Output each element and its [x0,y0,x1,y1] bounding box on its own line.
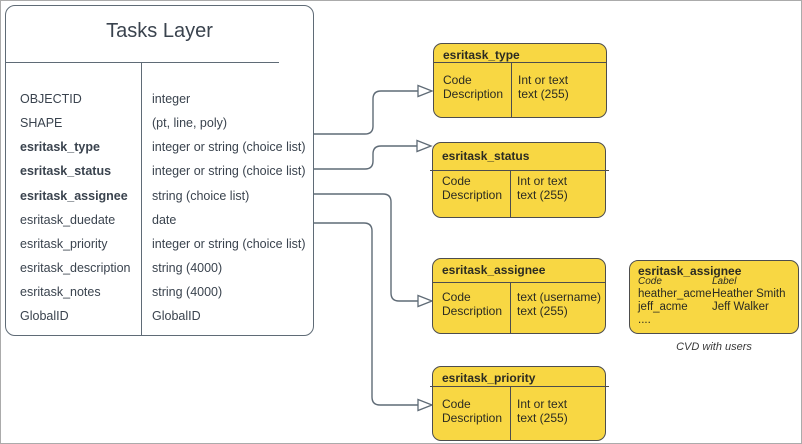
choice-col-label: Code [442,290,471,304]
choice-table-title: esritask_assignee [442,263,546,277]
table-row: OBJECTID integer [6,87,313,111]
table-row: esritask_type integer or string (choice l… [6,135,313,159]
field-type: (pt, line, poly) [152,116,228,131]
cvd-code-value: jeff_acme [638,301,688,313]
title-divider [430,170,609,171]
choice-type-label: Int or text [518,73,569,87]
table-row: esritask_duedate date [6,208,313,232]
cvd-code-column: Code heather_acme jeff_acme .... [638,275,712,327]
table-row: esritask_priority integer or string (choi… [6,232,313,256]
table-row: esritask_notes string (4000) [6,280,313,304]
cvd-caption: CVD with users [676,341,752,353]
column-divider [510,170,511,217]
field-type: GlobalID [152,309,201,324]
choice-columns: Code Description [442,397,503,425]
choice-col-label: Description [442,410,503,425]
choice-table-esritask-assignee: esritask_assignee Code Description text … [432,258,606,334]
field-type: string (choice list) [152,188,250,203]
choice-types: Int or text text (255) [517,397,568,425]
open-arrowhead-icon [417,398,434,412]
choice-col-label: Code [443,73,472,87]
choice-table-title: esritask_type [443,48,520,62]
open-arrowhead-icon [417,294,434,308]
choice-type-label: text (255) [518,86,569,101]
choice-table-title: esritask_priority [442,371,536,385]
column-divider [510,386,511,440]
connector-line-priority [314,222,418,406]
table-row: SHAPE (pt, line, poly) [6,111,313,135]
field-type: date [152,212,177,227]
field-type: integer or string (choice list) [152,236,306,251]
choice-col-label: Code [442,397,471,411]
field-name: esritask_status [20,164,112,179]
choice-columns: Code Description [442,290,503,318]
cvd-title: esritask_assignee [638,264,742,278]
field-name: esritask_duedate [20,212,116,227]
choice-table-esritask-type: esritask_type Code Description Int or te… [433,43,607,118]
cvd-label-header: Label [712,276,737,287]
cvd-sample-box: esritask_assignee Code heather_acme jeff… [629,260,799,334]
choice-col-label: Code [442,174,471,188]
field-type: string (4000) [152,285,223,300]
title-divider [434,62,606,63]
cvd-label-value: Jeff Walker [712,301,769,313]
cvd-label-column: Label Heather Smith Jeff Walker [712,275,786,314]
field-name: esritask_assignee [20,188,128,203]
choice-type-label: Int or text [517,397,568,411]
connector-line-type [314,90,418,135]
choice-type-label: text (255) [517,187,568,202]
choice-types: text (username) text (255) [517,290,602,318]
choice-types: Int or text text (255) [517,174,568,202]
column-divider [141,62,142,335]
choice-table-title: esritask_status [442,149,530,163]
column-divider [511,62,512,117]
cvd-code-header: Code [638,276,662,287]
table-row: esritask_assignee string (choice list) [6,184,313,208]
field-name: esritask_description [20,261,131,276]
table-title: Tasks Layer [106,20,213,42]
field-name: esritask_priority [20,236,108,251]
field-type: integer or string (choice list) [152,140,306,155]
cvd-code-value: heather_acme [638,288,712,300]
title-divider [433,282,605,283]
choice-columns: Code Description [443,73,504,101]
choice-type-label: text (username) [517,290,602,304]
open-arrowhead-icon [417,84,434,98]
field-name: GlobalID [20,309,69,324]
choice-col-label: Description [443,86,504,101]
choice-col-label: Description [442,187,503,202]
field-name: SHAPE [20,116,63,131]
tasks-layer-table: Tasks Layer OBJECTID integer SHAPE (pt, li… [5,5,314,336]
field-name: OBJECTID [20,92,82,107]
choice-types: Int or text text (255) [518,73,569,101]
choice-table-esritask-status: esritask_status Code Description Int or … [430,142,609,218]
table-row: esritask_description string (4000) [6,256,313,280]
choice-col-label: Description [442,303,503,318]
choice-type-label: text (255) [517,303,568,318]
connector-line-assignee [314,193,418,302]
column-divider [510,282,511,333]
cvd-label-value: Heather Smith [712,288,786,300]
title-divider [430,386,609,387]
choice-table-esritask-priority: esritask_priority Code Description Int o… [430,366,609,441]
open-arrowhead-icon [416,139,433,153]
field-name: esritask_notes [20,285,101,300]
choice-type-label: text (255) [517,410,568,425]
field-name: esritask_type [20,140,100,155]
field-type: string (4000) [152,261,223,276]
field-rows: OBJECTID integer SHAPE (pt, line, poly) es… [6,87,313,328]
field-type: integer or string (choice list) [152,164,306,179]
table-row: esritask_status integer or string (choice… [6,159,313,183]
choice-type-label: Int or text [517,174,568,188]
title-divider [6,62,279,63]
choice-columns: Code Description [442,174,503,202]
field-type: integer [152,92,191,107]
connector-line-status [314,145,417,170]
table-row: GlobalID GlobalID [6,304,313,328]
cvd-ellipsis: .... [638,314,651,326]
